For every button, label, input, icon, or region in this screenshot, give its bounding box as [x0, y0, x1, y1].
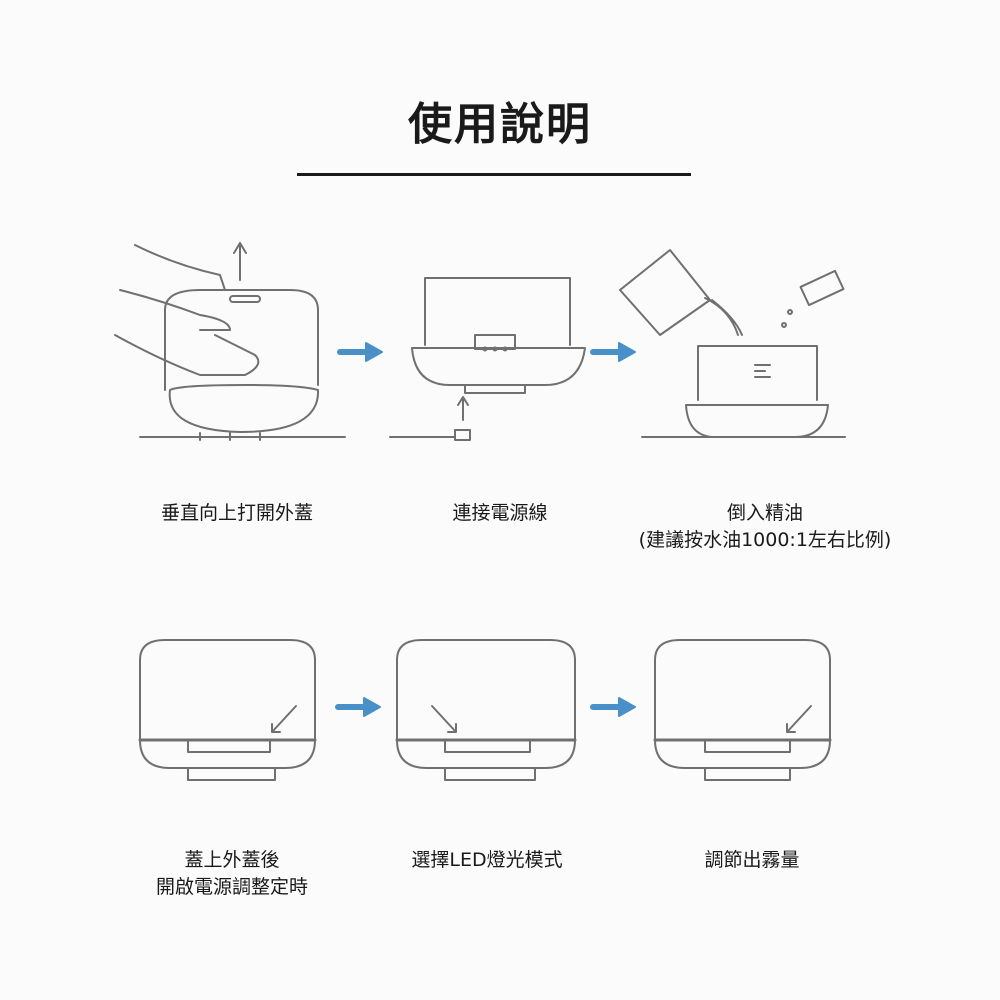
step1-open-lid-illustration	[114, 242, 346, 441]
caption-line: 垂直向上打開外蓋	[160, 502, 313, 524]
arrow-icon	[337, 342, 383, 362]
step2-power-illustration	[389, 277, 586, 441]
step6-caption: 調節出霧量	[592, 847, 912, 874]
step3-pour-oil-illustration	[619, 249, 846, 438]
caption-line: 倒入精油	[726, 502, 803, 524]
step5-device-illustration	[395, 639, 577, 781]
step5-caption: 選擇LED燈光模式	[327, 847, 647, 874]
caption-line: 調節出霧量	[704, 849, 800, 871]
step2-caption: 連接電源線	[340, 500, 660, 527]
arrow-icon	[590, 697, 636, 717]
step4-caption: 蓋上外蓋後 開啟電源調整定時	[72, 847, 392, 901]
caption-line: 選擇LED燈光模式	[411, 849, 563, 871]
step4-device-illustration	[138, 639, 317, 781]
page-title: 使用說明	[408, 99, 592, 150]
step6-device-illustration	[653, 639, 832, 781]
step1-caption: 垂直向上打開外蓋	[77, 500, 397, 527]
caption-line: 開啟電源調整定時	[155, 876, 308, 898]
caption-line: 連接電源線	[452, 502, 548, 524]
arrow-icon	[590, 342, 636, 362]
caption-line: (建議按水油1000:1左右比例)	[638, 529, 892, 551]
caption-line: 蓋上外蓋後	[184, 849, 280, 871]
arrow-icon	[335, 697, 381, 717]
step3-caption: 倒入精油 (建議按水油1000:1左右比例)	[605, 500, 925, 554]
title-divider	[297, 173, 691, 176]
